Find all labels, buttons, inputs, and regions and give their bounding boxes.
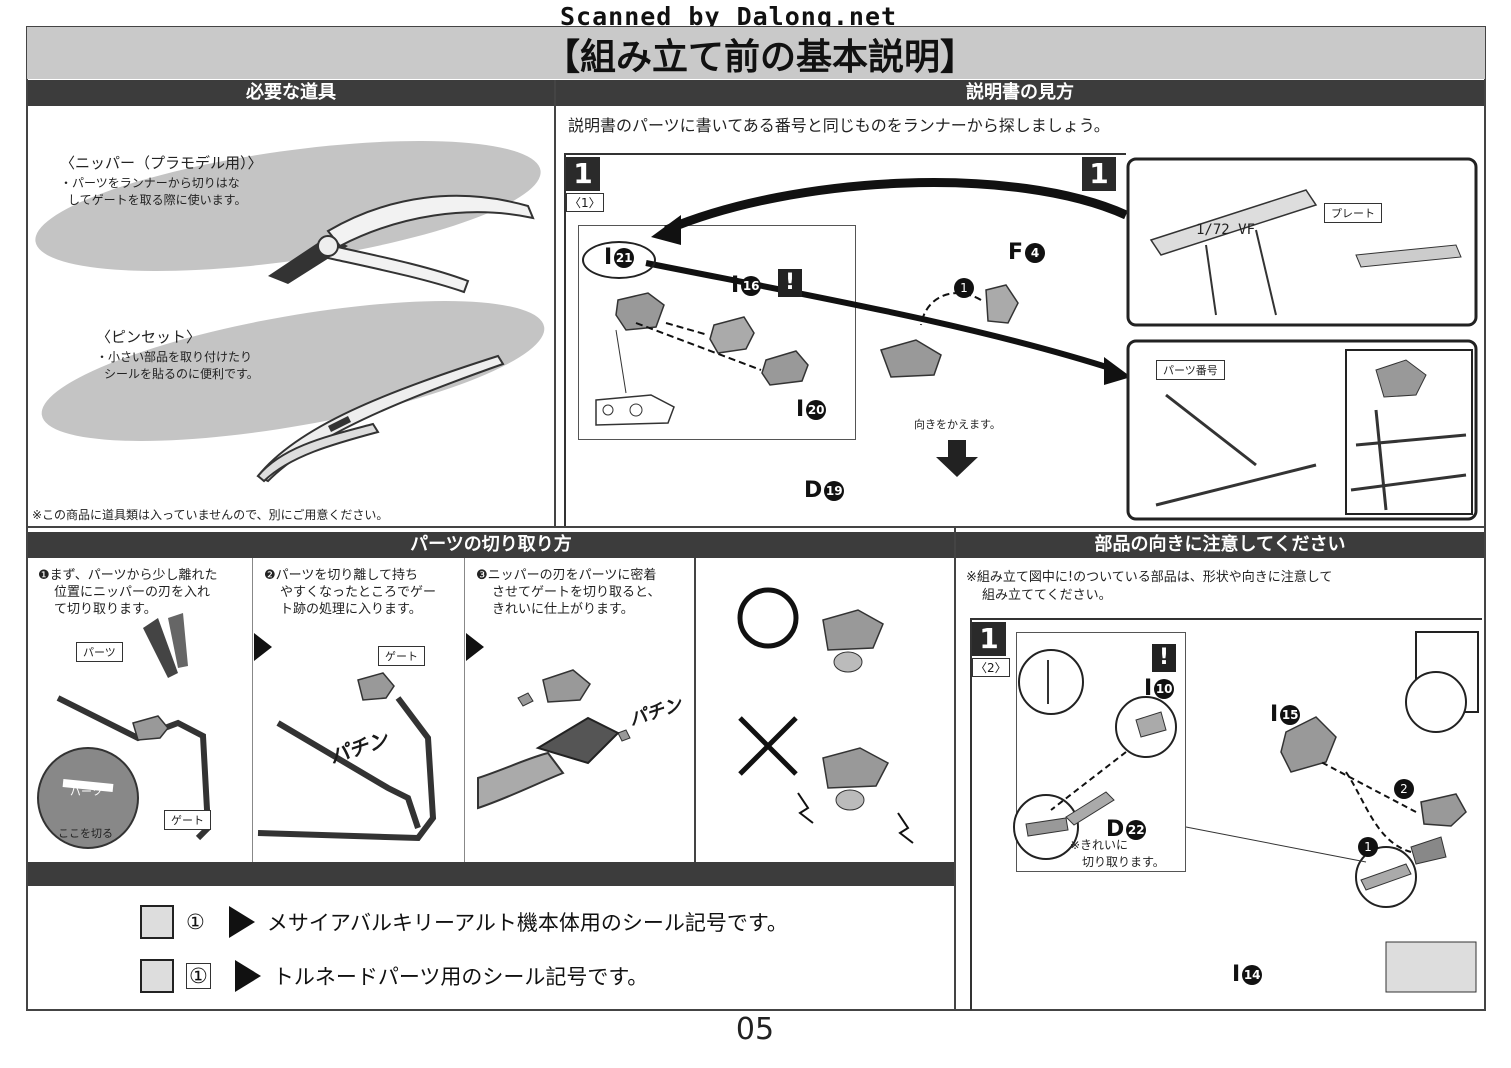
tools-note: ※この商品に道具類は入っていませんので、別にご用意ください。 (32, 508, 389, 522)
seal-row-2-num: ① (186, 963, 211, 989)
tweezers-desc-1: ・小さい部品を取り付けたり (96, 350, 253, 364)
cut-divider-3 (694, 558, 696, 863)
part-number-label: パーツ番号 (1156, 360, 1225, 380)
orient-step-sub: 〈2〉 (972, 658, 1010, 677)
part-i21-shape (615, 292, 665, 331)
order-mark-a: 1 (1356, 836, 1378, 857)
middle-divider (28, 526, 1484, 528)
bottom-divider (954, 528, 956, 1009)
seal-icon (140, 905, 174, 939)
cut-step3-line1: ❸ニッパーの刃をパーツに密着 (476, 568, 657, 583)
cutting-heading: パーツの切り取り方 (28, 532, 954, 558)
cut-step3-line3: きれいに仕上がります。 (492, 602, 634, 617)
tweezers-title: 〈ピンセット〉 (96, 328, 202, 346)
seal-row-1-text: メサイアバルキリーアルト機本体用のシール記号です。 (266, 911, 788, 935)
cutting-illustrations (37, 587, 914, 849)
step-arrow-1 (254, 633, 272, 661)
cut-step2-line3: ト跡の処理に入ります。 (280, 602, 422, 617)
tools-illustration (35, 140, 545, 483)
seal-row-2: ① トルネードパーツ用のシール記号です。 (140, 958, 648, 994)
tweezers-icon (256, 354, 505, 483)
step-badge: 1 (566, 157, 600, 191)
part-i20-shape (761, 350, 809, 386)
orient-inner-box (1016, 632, 1186, 872)
orientation-lines (1013, 631, 1479, 993)
plate-text: 1/72 VF (1196, 222, 1256, 238)
trim-note-1: ※きれいに (1070, 838, 1129, 852)
cut-step3-line2: させてゲートを切り取ると、 (492, 585, 661, 600)
seal-row-1: ① メサイアバルキリーアルト機本体用のシール記号です。 (140, 904, 788, 940)
part-i16-shape (709, 316, 755, 354)
nipper-title: 〈ニッパー（プラモデル用）〉 (60, 154, 263, 172)
nipper-icon (268, 194, 535, 294)
order-mark-b: 2 (1392, 778, 1414, 799)
seal-arrow-1 (228, 906, 255, 938)
seal-row-2-text: トルネードパーツ用のシール記号です。 (272, 965, 649, 989)
cut-label-gate: ゲート (378, 646, 425, 666)
part-i21-circle (582, 241, 656, 279)
caution-icon: ! (778, 269, 802, 297)
bad-mark: × (736, 718, 737, 719)
cut-label-cut-here: ここを切る (58, 827, 113, 840)
part-f4-shape (985, 284, 1019, 324)
page-number: 05 (735, 1012, 775, 1047)
manual-heading: 説明書の見方 (556, 80, 1484, 106)
cut-label-parts: パーツ (76, 642, 123, 662)
manual-intro: 説明書のパーツに書いてある番号と同じものをランナーから探しましょう。 (568, 116, 1110, 135)
seal-band (28, 862, 954, 886)
order-mark-1: 1 (952, 277, 974, 298)
tools-panel: 〈ニッパー（プラモデル用）〉 ・パーツをランナーから切りはな してゲートを取る際… (28, 106, 554, 526)
cut-step1-line1: ❶まず、パーツから少し離れた (38, 568, 218, 583)
cut-label-gate-2: ゲート (164, 810, 211, 830)
title-strip (27, 27, 1485, 79)
orient-step-frame (970, 618, 1482, 1010)
part-main-shape (880, 339, 942, 378)
step-arrow-2 (466, 633, 484, 661)
tools-heading: 必要な道具 (28, 80, 554, 106)
cut-divider-2 (464, 558, 465, 863)
cutting-panel: ❶まず、パーツから少し離れた 位置にニッパーの刃を入れ て切り取ります。 ❷パー… (28, 558, 954, 863)
plate-label: プレート (1324, 203, 1382, 223)
detail-box (578, 225, 856, 440)
rotate-note: 向きをかえます。 (914, 418, 1001, 431)
orientation-note-1: ※組み立て図中に!のついている部品は、形状や向きに注意して (966, 570, 1333, 585)
cut-step1-line2: 位置にニッパーの刃を入れ (54, 585, 211, 600)
cut-step1-line3: て切り取ります。 (54, 602, 157, 617)
trim-note-2: 切り取ります。 (1082, 855, 1165, 869)
good-mark: ○ (736, 588, 737, 589)
manual-diagram: 1 〈1〉 1 (556, 145, 1484, 527)
cut-step2-line1: ❷パーツを切り離して持ち (264, 568, 419, 583)
step-sub-label: 〈1〉 (566, 193, 604, 212)
cut-divider-1 (252, 558, 253, 863)
seal-icon-2 (140, 959, 174, 993)
seal-arrow-2 (234, 960, 261, 992)
top-divider (554, 80, 556, 526)
step-frame (564, 153, 1126, 527)
manual-lines (595, 157, 1478, 521)
step-badge-2: 1 (1082, 157, 1116, 191)
tweezers-desc-2: シールを貼るのに便利です。 (104, 367, 259, 381)
cut-step2-line2: やすくなったところでゲー (280, 585, 437, 600)
page-title: 【組み立て前の基本説明】 (543, 37, 976, 78)
seal-row-1-num: ① (186, 910, 205, 934)
orient-caution-icon: ! (1152, 644, 1176, 672)
orientation-note-2: 組み立ててください。 (982, 588, 1112, 603)
orient-step-badge: 1 (972, 622, 1006, 656)
nipper-desc-1: ・パーツをランナーから切りはな (60, 176, 240, 190)
cut-label-parts-2: パーツ (70, 785, 103, 798)
seal-section: ① メサイアバルキリーアルト機本体用のシール記号です。 ① トルネードパーツ用の… (28, 886, 954, 1009)
orientation-heading: 部品の向きに注意してください (956, 532, 1484, 558)
nipper-desc-2: してゲートを取る際に使います。 (68, 193, 247, 207)
